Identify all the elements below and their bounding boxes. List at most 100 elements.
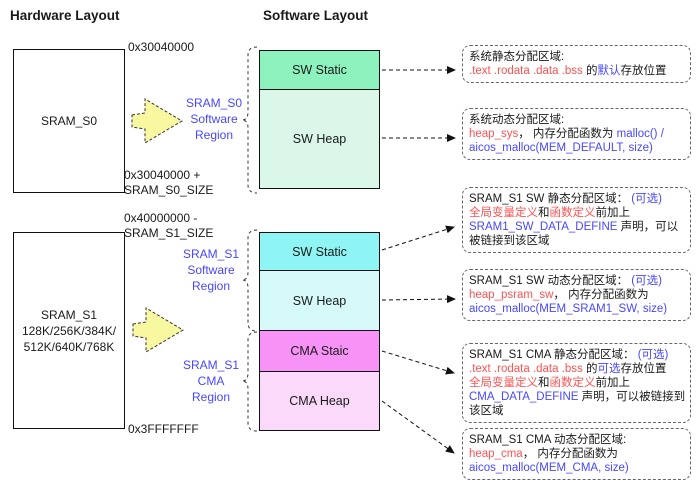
text-segment: aicos_malloc(MEM_CMA, size) <box>469 462 629 474</box>
annotation-line: .text .rodata .data .bss 的可选存放位置 <box>469 362 684 376</box>
memory-block-label: SW Static <box>292 63 347 77</box>
annotation-line: 全局变量定义和函数定义前加上 <box>469 376 684 390</box>
annotation-line: SRAM_S1 SW 动态分配区域： (可选) <box>469 274 684 288</box>
text-segment: 前加上 <box>595 377 631 389</box>
text-segment: 声明，可以 <box>617 221 679 233</box>
text-segment: malloc() / <box>616 128 664 140</box>
text-segment: 的 <box>582 65 598 77</box>
annotation-line: aicos_malloc(MEM_SRAM1_SW, size) <box>469 302 684 316</box>
annotation-line: SRAM_S1 CMA 动态分配区域: <box>469 433 684 447</box>
region-label-line: CMA <box>197 374 225 388</box>
text-segment: aicos_malloc(MEM_DEFAULT, size) <box>469 142 653 154</box>
sram-s1-box: SRAM_S1 128K/256K/384K/ 512K/640K/768K <box>13 232 125 429</box>
sram-s1-label: SRAM_S1 <box>40 307 97 322</box>
text-segment: ， 内存分配函数为 <box>522 448 618 460</box>
annotation-line: 系统静态分配区域: <box>469 50 684 64</box>
region-label-line: SRAM_S0 <box>185 96 243 110</box>
text-segment: ， 内存分配函数为 <box>553 289 649 301</box>
annotation-line: 系统动态分配区域: <box>469 113 684 127</box>
text-segment: SRAM1_SW_DATA_DEFINE <box>469 221 618 233</box>
sram-s1-sizes: 128K/256K/384K/ 512K/640K/768K <box>21 323 117 354</box>
address-s1-end: 0x3FFFFFFF <box>128 422 199 436</box>
text-segment: 系统动态分配区域: <box>469 114 565 126</box>
text-segment: SRAM_S1 SW 动态分配区域： <box>469 275 632 287</box>
address-s0-end: 0x30040000 + SRAM_S0_SIZE <box>124 168 214 197</box>
region-label-sram-s1-cma: SRAM_S1 CMA Region <box>168 357 254 405</box>
connector-arrow-6 <box>381 400 455 454</box>
text-segment: 前加上 <box>595 207 631 219</box>
annotation-line: CMA_DATA_DEFINE 声明，可以被链接到 <box>469 390 686 404</box>
annotation-line: heap_sys， 内存分配函数为 malloc() / <box>469 127 684 141</box>
address-s1-start: 0x40000000 - SRAM_S1_SIZE <box>124 211 214 240</box>
text-segment: 声明，可以被链接到 <box>578 391 686 403</box>
region-label-sram-s0-software: SRAM_S0 Software Region <box>171 95 257 143</box>
memory-block-s0-sw-heap: SW Heap <box>259 89 380 189</box>
text-segment: SRAM_S1 CMA 静态分配区域： <box>469 349 638 361</box>
memory-block-s1-sw-heap: SW Heap <box>259 270 380 331</box>
text-segment: 全局变量定义 <box>469 207 538 219</box>
text-segment: 被链接到该区域 <box>469 235 550 247</box>
text-segment: 可选 <box>597 363 621 375</box>
hardware-layout-title: Hardware Layout <box>10 8 120 23</box>
connector-arrow-3 <box>381 225 455 251</box>
annotation-line: heap_cma， 内存分配函数为 <box>469 447 684 461</box>
annotation-s1-sw-dynamic: SRAM_S1 SW 动态分配区域： (可选)heap_psram_sw， 内存… <box>462 269 691 321</box>
region-label-line: Region <box>191 390 231 404</box>
text-segment: heap_sys <box>469 128 519 140</box>
text-segment: 存放位置 <box>620 65 667 77</box>
text-segment: 的 <box>582 363 598 375</box>
text-segment: 存放位置 <box>620 363 667 375</box>
region-label-line: Region <box>191 279 231 293</box>
memory-block-label: SW Static <box>292 244 347 259</box>
annotation-line: SRAM_S1 CMA 静态分配区域： (可选) <box>469 348 684 362</box>
region-label-line: Software <box>190 112 238 126</box>
sram-s0-label: SRAM_S0 <box>40 114 98 128</box>
text-segment: (可选) <box>631 275 662 287</box>
memory-block-label: CMA Staic <box>290 344 349 358</box>
memory-block-label: CMA Heap <box>289 394 350 408</box>
text-segment: 和 <box>538 377 550 389</box>
text-segment: .text .rodata .data .bss <box>469 363 583 375</box>
text-segment: heap_psram_sw <box>469 289 554 301</box>
memory-block-s0-sw-static: SW Static <box>259 50 380 90</box>
text-segment: (可选) <box>631 193 662 205</box>
annotation-line: 该区域 <box>469 404 684 418</box>
text-segment: (可选) <box>637 349 669 361</box>
flow-arrow-icon <box>132 307 184 353</box>
memory-block-label: SW Heap <box>292 293 347 308</box>
region-label-line: Software <box>187 263 235 277</box>
connector-arrow-5 <box>381 350 455 375</box>
sram-s1-label-group: SRAM_S1 128K/256K/384K/ 512K/640K/768K <box>22 307 116 355</box>
sram-s0-box: SRAM_S0 <box>13 49 125 193</box>
annotation-line: aicos_malloc(MEM_DEFAULT, size) <box>469 141 684 155</box>
text-segment: aicos_malloc(MEM_SRAM1_SW, size) <box>469 303 668 315</box>
annotation-line: SRAM_S1 SW 静态分配区域： (可选) <box>469 192 684 206</box>
region-label-sram-s1-software: SRAM_S1 Software Region <box>168 246 254 294</box>
annotation-sys-static: 系统静态分配区域:.text .rodata .data .bss 的默认存放位… <box>462 45 691 83</box>
text-segment: 该区域 <box>469 405 504 417</box>
annotation-line: heap_psram_sw， 内存分配函数为 <box>469 288 684 302</box>
annotation-line: .text .rodata .data .bss 的默认存放位置 <box>469 64 684 78</box>
memory-block-s1-cma-heap: CMA Heap <box>259 371 380 431</box>
text-segment: 默认 <box>597 65 621 77</box>
text-segment: 函数定义 <box>549 207 596 219</box>
text-segment: 函数定义 <box>549 377 596 389</box>
text-segment: 系统静态分配区域: <box>469 51 565 63</box>
memory-block-s1-sw-static: SW Static <box>259 232 380 271</box>
annotation-line: 被链接到该区域 <box>469 234 684 248</box>
region-label-line: Region <box>194 128 234 142</box>
annotation-line: aicos_malloc(MEM_CMA, size) <box>469 461 684 475</box>
software-layout-title: Software Layout <box>263 8 369 23</box>
text-segment: SRAM_S1 CMA 动态分配区域: <box>469 434 627 446</box>
annotation-s1-cma-static: SRAM_S1 CMA 静态分配区域： (可选).text .rodata .d… <box>462 343 691 423</box>
address-s0-start: 0x30040000 <box>128 40 195 54</box>
text-segment: 全局变量定义 <box>469 377 538 389</box>
annotation-line: 全局变量定义和函数定义前加上 <box>469 206 684 220</box>
text-segment: SRAM_S1 SW 静态分配区域： <box>469 193 632 205</box>
region-label-line: SRAM_S1 <box>182 247 240 261</box>
text-segment: CMA_DATA_DEFINE <box>469 391 579 403</box>
connector-arrow-4 <box>381 295 456 304</box>
text-segment: ， 内存分配函数为 <box>518 128 617 140</box>
